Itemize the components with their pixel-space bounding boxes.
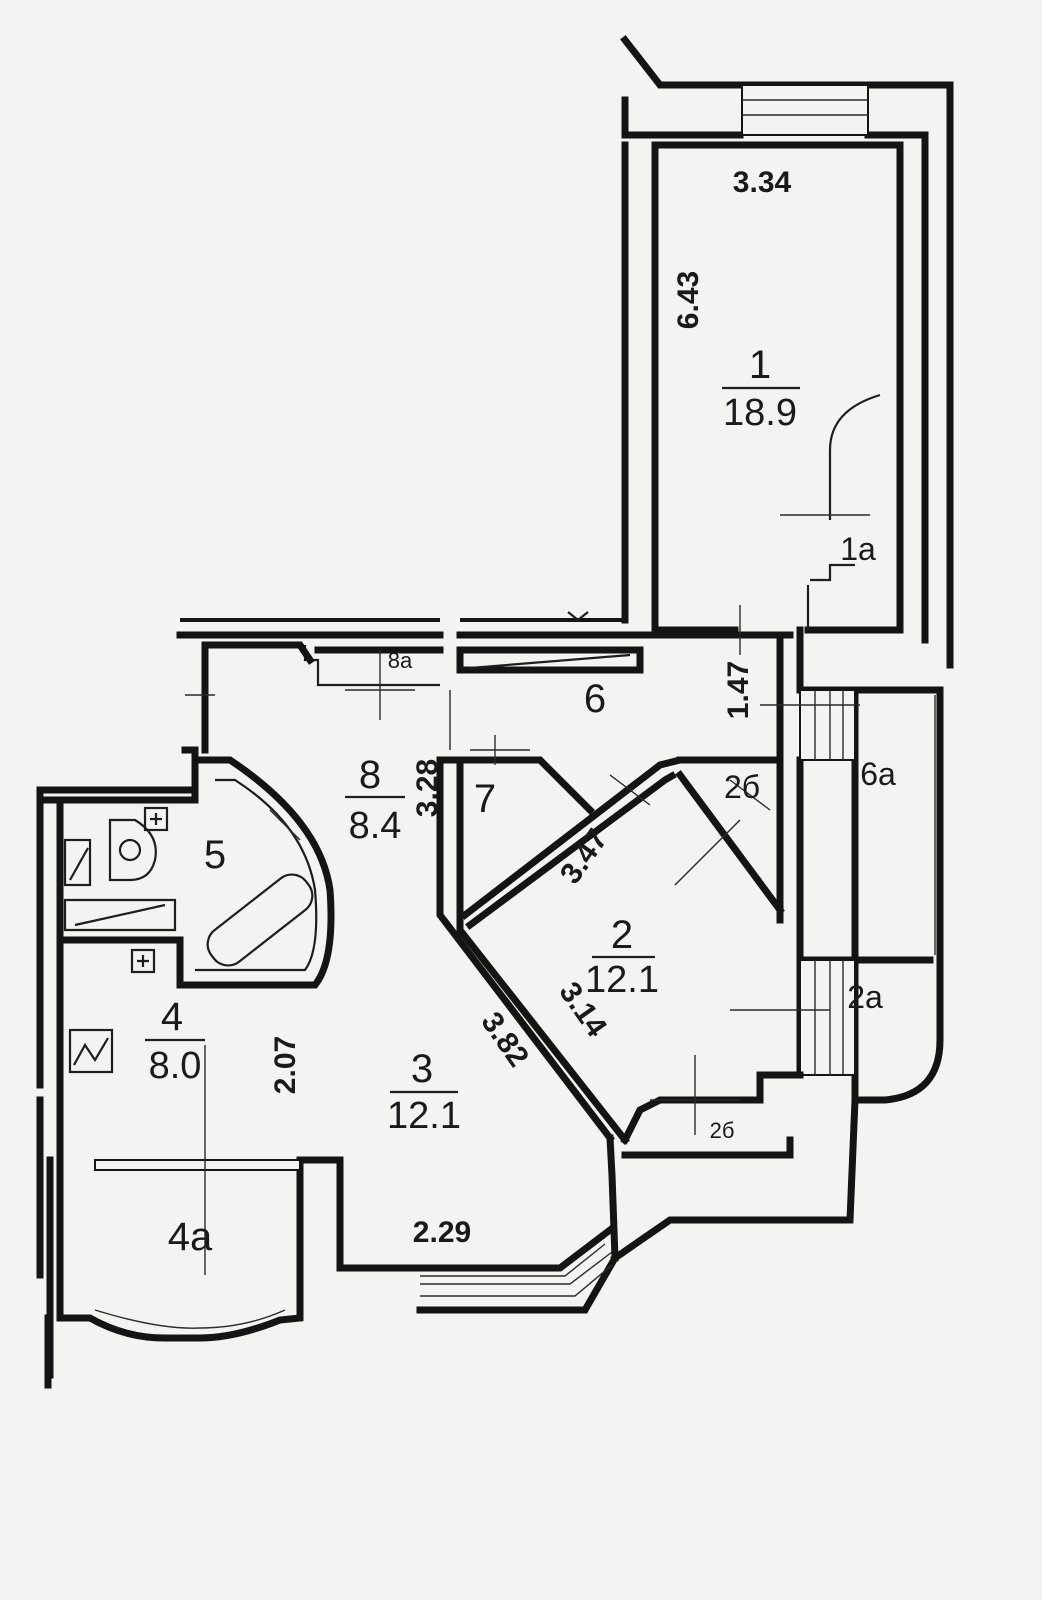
room-1-area: 18.9 (723, 392, 797, 434)
room-8-area: 8.4 (349, 805, 402, 847)
room-4-number: 4 (161, 995, 183, 1039)
dimension-3-28: 3.28 (411, 759, 444, 817)
room-2a-label: 2a (847, 979, 883, 1015)
room-labels: 1 18.9 1a 6 6a 8a 8 8.4 7 2б 2 12.1 2a 5… (145, 343, 896, 1259)
dimension-labels: 3.34 6.43 1.47 3.28 3.47 3.14 3.82 2.07 … (269, 166, 792, 1249)
windows (94, 84, 936, 1329)
dimension-6-43: 6.43 (672, 271, 705, 329)
tick-marks (185, 514, 870, 1275)
room-2-number: 2 (611, 913, 633, 957)
sink-icon (63, 838, 92, 887)
room-4-area: 8.0 (149, 1045, 202, 1087)
room-4a-label: 4a (168, 1215, 213, 1259)
interior-walls (56, 618, 804, 1262)
bathtub-icon (206, 873, 314, 967)
doors (567, 393, 881, 630)
socket-icon (130, 806, 169, 974)
room-3-number: 3 (411, 1047, 433, 1091)
room-6a-label: 6a (860, 756, 896, 792)
room-2-area: 12.1 (585, 959, 659, 1001)
room-1-number: 1 (749, 343, 771, 387)
room-7-number: 7 (474, 777, 496, 821)
room-8-number: 8 (359, 753, 381, 797)
room-6-number: 6 (584, 677, 606, 721)
dimension-3-47: 3.47 (554, 823, 615, 890)
room-3-area: 12.1 (387, 1095, 461, 1137)
dimension-2-07: 2.07 (269, 1036, 302, 1094)
dimension-2-29: 2.29 (413, 1216, 471, 1249)
boiler-icon (68, 1028, 114, 1074)
room-8a-label: 8a (388, 648, 413, 673)
counter-icon (63, 898, 177, 932)
room-2b-bottom-label: 2б (710, 1118, 735, 1143)
room-2b-top-label: 2б (724, 769, 760, 805)
room-5-number: 5 (204, 833, 226, 877)
dimension-1-47: 1.47 (722, 661, 755, 719)
dimension-3-34: 3.34 (733, 166, 792, 199)
room-1a-label: 1a (840, 531, 876, 567)
